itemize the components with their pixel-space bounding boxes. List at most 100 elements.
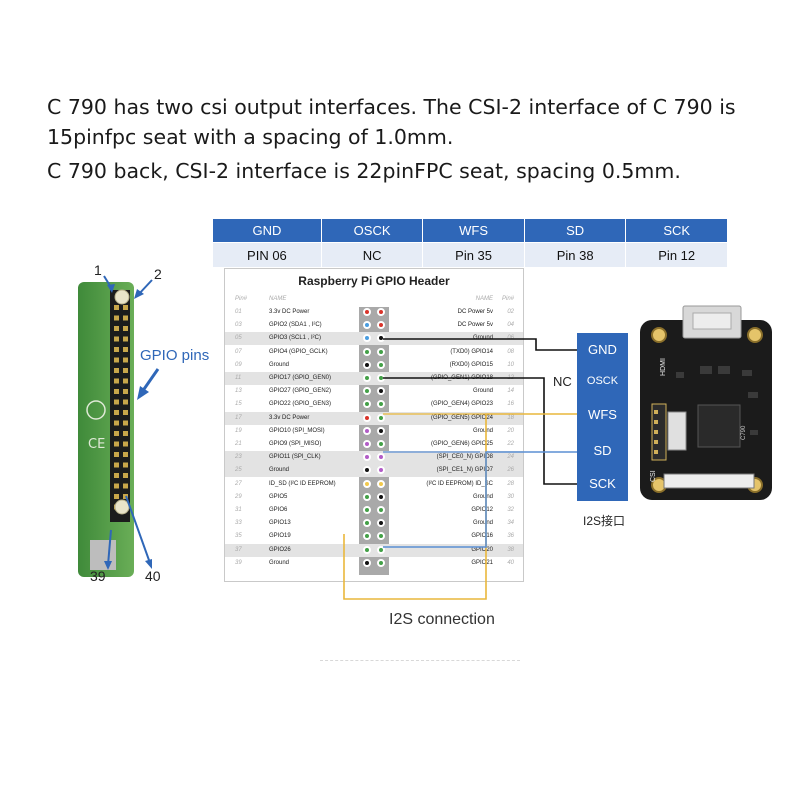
gpio-pin-number-left: 35 [235,533,242,540]
gpio-pin-name-left: GPIO27 (GPIO_GEN2) [269,388,332,395]
gpio-pin-number-left: 33 [235,520,242,527]
gpio-pin-number-left: 13 [235,388,242,395]
pi-header-pin [114,399,119,405]
gpio-pin-number-right: 34 [507,520,514,527]
gpio-pin-dot-right [377,519,385,528]
mount-hole-tr [747,327,763,343]
pi-header-pin [123,410,128,415]
faint-divider [320,660,520,661]
pi-header-pin [123,336,128,342]
gpio-pin-dot-left [363,506,371,514]
gpio-pin-number-right: 36 [507,533,514,540]
nc-label: NC [553,374,572,389]
gpio-pin-name-right: Ground [472,427,493,434]
marker-1: 1 [94,262,102,278]
pi-header-pin [123,399,128,405]
silk-hdmi: HDMI [660,358,667,376]
gpio-pin-name-right: Ground [472,520,493,527]
pi-header-pin [114,420,119,426]
pi-header-pin [114,483,119,489]
gpio-pin-dot-left [363,466,371,475]
gpio-pin-number-right: 08 [507,348,514,355]
pi-header-pins [114,305,128,510]
gpio-pin-name-left: GPIO4 (GPIO_GCLK) [269,348,328,355]
pi-header-pin [123,389,128,394]
pi-header-pin [114,452,119,457]
gpio-pin-dot-right [377,558,385,567]
mapping-pin-row: PIN 06 NC Pin 35 Pin 38 Pin 12 [212,242,728,268]
gpio-pin-number-left: 39 [235,559,242,566]
gpio-pin-name-right: (RXD0) GPIO15 [449,361,493,368]
pi-header-pin [123,441,128,447]
gpio-pin-dot-left [363,426,371,435]
mount-hole-top [114,289,130,305]
gpio-pin-dot-right [377,387,385,396]
pi-header-pin [123,473,128,478]
intro-line-2: C 790 back, CSI-2 interface is 22pinFPC … [47,159,681,183]
gpio-pin-dot-right [377,413,385,422]
gpio-pin-name-right: (SPI_CE0_N) GPIO8 [436,454,493,461]
gpio-pin-number-right: 16 [507,401,514,408]
mapping-pin-gnd: PIN 06 [212,242,322,268]
gpio-pin-name-right: DC Power 5v [457,322,493,329]
gpio-pin-dot-right [377,492,385,501]
gpio-pin-number-left: 37 [235,546,242,553]
gpio-pin-number-left: 29 [235,493,242,500]
col-pin-right: Pin# [501,296,514,302]
module-label-gnd: GND [588,342,617,357]
pi-header-pin [114,326,119,331]
gpio-pin-name-right: GPIO21 [471,559,493,566]
gpio-pin-name-left: GPIO5 [269,493,288,500]
gpio-pin-dot-right [377,440,385,448]
gpio-pin-dot-left [363,321,371,330]
gpio-pin-name-left: Ground [269,361,290,368]
pi-header-pin [114,410,119,415]
mapping-header-sck: SCK [625,218,728,243]
gpio-pin-name-left: GPIO6 [269,507,288,513]
mapping-pin-sck: Pin 12 [625,242,728,268]
gpio-pin-dot-left [363,532,371,541]
gpio-pin-name-left: GPIO10 (SPI_MOSI) [269,427,325,434]
gpio-pin-dot-right [377,545,385,554]
mapping-header-wfs: WFS [422,218,525,243]
pi-header-pin [114,305,119,310]
gpio-pin-number-right: 40 [507,559,514,566]
gpio-pin-name-right: DC Power 5v [457,309,493,315]
c790-chip [697,404,741,448]
silk-chip: C790 [741,425,747,440]
col-pin-left: Pin# [235,296,248,302]
gpio-pin-name-right: (GPIO_GEN4) GPIO23 [430,401,493,408]
pi-header-pin [114,462,119,468]
col-name-left: NAME [269,296,287,302]
module-label-sck: SCK [589,476,616,491]
intro-line-1: C 790 has two csi output interfaces. The… [47,95,736,149]
gpio-pin-dot-right [377,453,385,462]
mapping-pin-osck: NC [320,242,424,268]
gpio-pin-number-left: 01 [235,309,242,315]
pi-header-pin [114,378,119,384]
gpio-pin-name-right: GPIO20 [471,546,493,553]
pi-header-pin [123,357,128,363]
gpio-pin-number-left: 03 [235,322,242,329]
gpio-pin-dot-left [363,360,371,369]
gpio-pin-number-left: 11 [235,375,242,381]
gpio-pin-dot-right [377,321,385,330]
gpio-pin-name-left: GPIO22 (GPIO_GEN3) [269,401,332,408]
mapping-pin-wfs: Pin 35 [422,242,525,268]
pi-header-pin [123,347,128,352]
gpio-header-columns: Pin# NAME NAME Pin# [225,293,523,306]
pi-header-pin [114,315,119,321]
pi-header-pin [114,336,119,342]
pin-mapping-table: GND OSCK WFS SD SCK PIN 06 NC Pin 35 Pin… [212,218,728,268]
gpio-pin-number-left: 17 [235,414,242,421]
pi-header-pin [114,347,119,352]
gpio-pin-number-right: 32 [507,507,514,513]
